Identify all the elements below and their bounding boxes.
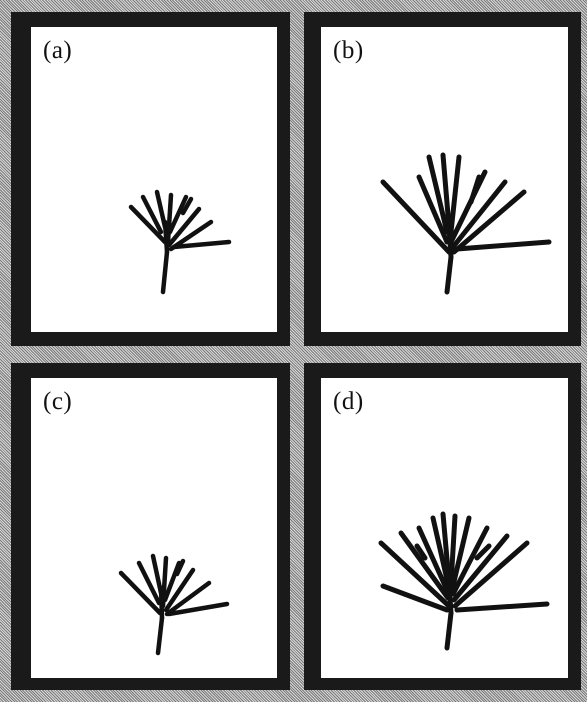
panel-a-frame: (a) xyxy=(11,12,290,346)
tree-drawing-c xyxy=(118,553,230,656)
panel-c-label: (c) xyxy=(43,388,73,415)
panel-c-frame: (c) xyxy=(11,363,290,690)
panel-d-label: (d) xyxy=(333,388,364,415)
tree-d xyxy=(378,511,550,651)
panel-d-canvas: (d) xyxy=(321,378,568,678)
tree-drawing-d xyxy=(378,511,550,651)
panel-b-frame: (b) xyxy=(304,12,581,346)
panel-d-frame: (d) xyxy=(304,363,581,690)
panel-a-canvas: (a) xyxy=(31,27,277,332)
tree-a xyxy=(128,189,232,295)
panel-c-canvas: (c) xyxy=(31,378,277,678)
tree-b xyxy=(380,152,552,295)
panel-a-label: (a) xyxy=(43,37,73,64)
panel-b-label: (b) xyxy=(333,37,364,64)
tree-drawing-a xyxy=(128,189,232,295)
tree-drawing-b xyxy=(380,152,552,295)
tree-c xyxy=(118,553,230,656)
panel-b-canvas: (b) xyxy=(321,27,568,332)
